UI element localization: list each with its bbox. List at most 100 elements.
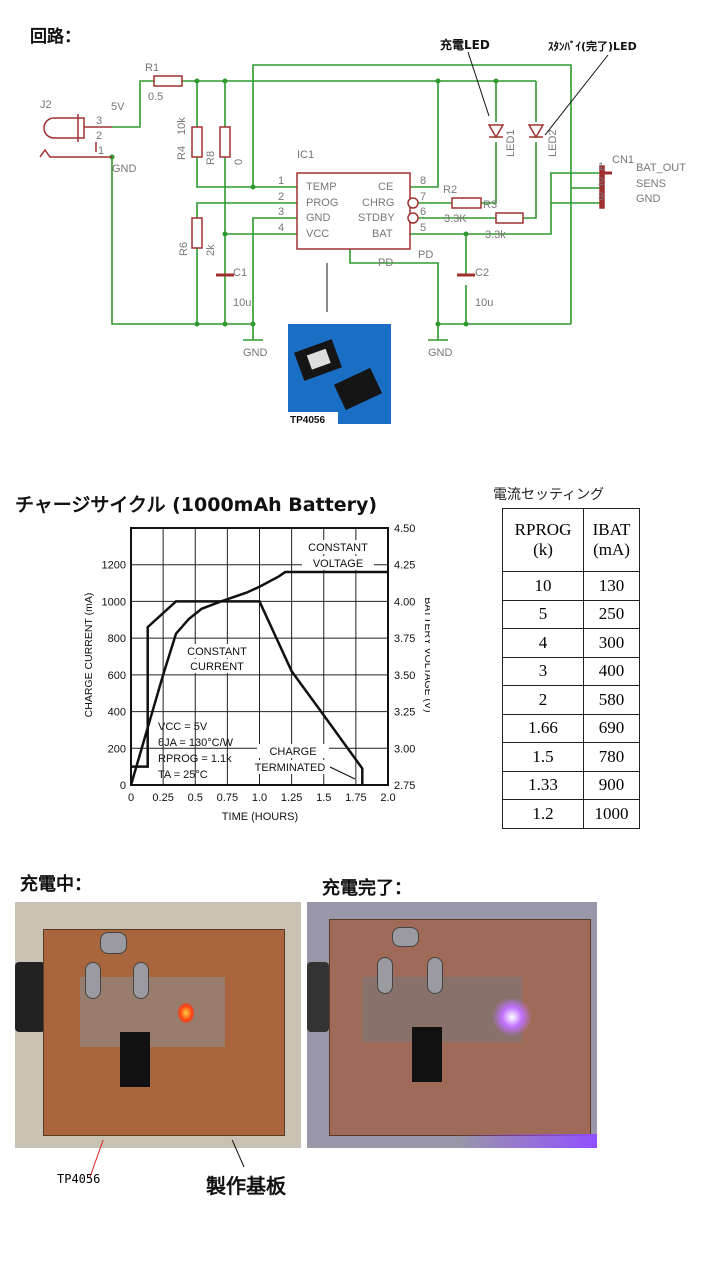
- svg-text:GND: GND: [243, 347, 268, 359]
- condition-cond2: θJA = 130°C/W: [158, 737, 234, 749]
- tp4056-chip-photo: TP4056: [288, 324, 391, 426]
- condition-cond4: TA = 25°C: [158, 769, 208, 781]
- svg-text:GND: GND: [306, 212, 331, 224]
- svg-text:R6: R6: [178, 242, 190, 256]
- photo-charging: [15, 902, 301, 1148]
- callout-lines: [89, 1140, 245, 1178]
- cell-ibat: 780: [583, 742, 640, 772]
- cell-rprog: 2: [502, 685, 584, 715]
- x-tick-label: 1.0: [252, 792, 267, 804]
- y-tick-label: 1000: [102, 596, 126, 608]
- svg-text:VCC: VCC: [306, 228, 329, 240]
- standby-led-label: ｽﾀﾝﾊﾞｲ(完了)LED: [548, 40, 637, 53]
- svg-text:2: 2: [598, 176, 604, 188]
- table-header-row: RPROG(k) IBAT(mA): [502, 508, 640, 572]
- cell-ibat: 250: [583, 599, 640, 629]
- svg-text:IC1: IC1: [297, 149, 314, 161]
- svg-text:3: 3: [598, 191, 604, 203]
- svg-text:3: 3: [278, 206, 284, 218]
- y-tick-label: 800: [108, 633, 126, 645]
- battery-voltage-line: [129, 570, 388, 786]
- complete-label: 充電完了：: [322, 878, 412, 899]
- y2-tick-label: 4.25: [394, 560, 415, 572]
- resistor-r4: [191, 126, 203, 158]
- label-gnd: GND: [112, 163, 137, 175]
- circuit-schematic: J2 5V GND R1 0.5 R4 10k R8 0 R6 2k IC1 C…: [39, 51, 686, 426]
- svg-text:2: 2: [278, 191, 284, 203]
- svg-text:R8: R8: [205, 151, 217, 165]
- condition-cond1: VCC = 5V: [158, 721, 208, 733]
- board-callout: 製作基板: [206, 1174, 286, 1198]
- cell-rprog: 4: [502, 628, 584, 658]
- svg-text:R3: R3: [483, 199, 497, 211]
- svg-text:STDBY: STDBY: [358, 212, 395, 224]
- svg-text:C2: C2: [475, 267, 489, 279]
- svg-text:3.3k: 3.3k: [485, 229, 506, 241]
- annotation-bg: [302, 556, 374, 570]
- resistor-r6: [191, 217, 203, 249]
- cell-rprog: 3: [502, 656, 584, 686]
- label-5v: 5V: [111, 101, 125, 113]
- cell-ibat: 1000: [583, 799, 640, 829]
- x-tick-label: 0: [128, 792, 134, 804]
- cell-ibat: 580: [583, 685, 640, 715]
- annotation-ct1: CHARGE: [269, 746, 316, 758]
- cell-ibat: 130: [583, 571, 640, 601]
- cell-rprog: 1.33: [502, 770, 584, 800]
- charging-label: 充電中：: [20, 874, 92, 895]
- svg-text:PD: PD: [378, 257, 393, 269]
- annotation-cv2: VOLTAGE: [313, 558, 363, 570]
- y2-tick-label: 3.75: [394, 633, 415, 645]
- x-tick-label: 1.25: [281, 792, 302, 804]
- pointer-lines: [326, 51, 609, 312]
- header-rprog: RPROG(k): [502, 508, 584, 572]
- cell-ibat: 900: [583, 770, 640, 800]
- svg-text:PD: PD: [418, 249, 433, 261]
- y-axis-label: CHARGE CURRENT (mA): [83, 593, 95, 718]
- y-tick-label: 400: [108, 707, 126, 719]
- svg-text:PROG: PROG: [306, 197, 338, 209]
- y-tick-label: 200: [108, 743, 126, 755]
- led1: [487, 124, 505, 139]
- chip-callout: TP4056: [57, 1172, 101, 1186]
- svg-text:0: 0: [233, 159, 245, 165]
- annotation-cc2: CURRENT: [190, 661, 244, 673]
- cell-ibat: 400: [583, 656, 640, 686]
- charge-led-label: 充電LED: [440, 38, 490, 52]
- svg-text:BAT_OUT: BAT_OUT: [636, 162, 686, 174]
- svg-text:10k: 10k: [176, 117, 188, 135]
- y2-tick-label: 3.25: [394, 707, 415, 719]
- svg-text:3.3K: 3.3K: [444, 213, 467, 225]
- condition-cond3: RPROG = 1.1k: [158, 753, 232, 765]
- svg-text:GND: GND: [636, 193, 661, 205]
- svg-text:CE: CE: [378, 181, 393, 193]
- svg-text:1: 1: [98, 145, 104, 157]
- cell-ibat: 690: [583, 713, 640, 743]
- schematic-labels: J2 5V GND R1 0.5 R4 10k R8 0 R6 2k IC1 C…: [40, 62, 686, 359]
- charge-terminated-arrow: [329, 766, 356, 780]
- svg-text:3: 3: [96, 115, 102, 127]
- svg-text:CHRG: CHRG: [362, 197, 394, 209]
- y2-tick-label: 4.50: [394, 523, 415, 535]
- x-tick-label: 0.75: [217, 792, 238, 804]
- x-tick-label: 1.5: [316, 792, 331, 804]
- svg-text:R2: R2: [443, 184, 457, 196]
- svg-text:8: 8: [420, 175, 426, 187]
- annotation-bg: [302, 540, 374, 554]
- y2-axis-label: BATTERY VOLTAGE (V): [422, 597, 430, 712]
- cell-rprog: 1.5: [502, 742, 584, 772]
- x-axis-label: TIME (HOURS): [222, 811, 298, 823]
- svg-text:CN1: CN1: [612, 154, 634, 166]
- annotation-bg: [254, 760, 326, 774]
- y2-tick-label: 2.75: [394, 780, 415, 792]
- annotation-bg: [181, 644, 253, 658]
- svg-text:6: 6: [420, 206, 426, 218]
